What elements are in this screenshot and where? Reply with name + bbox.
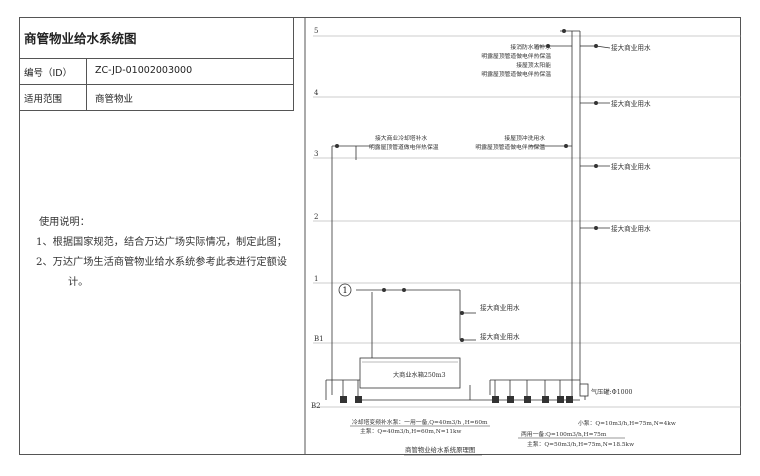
scope-value: 商管物业 (95, 94, 134, 105)
pump-icon (355, 396, 362, 403)
floor-label-2: 2 (314, 213, 318, 221)
pump-icon (566, 396, 573, 403)
floor-label-3: 3 (314, 150, 318, 158)
valve-icon (594, 44, 598, 48)
branch-label-floor1: 接大商业用水 (480, 303, 520, 312)
valve-icon (382, 288, 386, 292)
valve-icon (594, 101, 598, 105)
pump-icon (507, 396, 514, 403)
pressure-tank-label: 气压罐:Φ1000 (591, 388, 633, 396)
cell-divider (86, 59, 87, 84)
pump-note-small: 小泵：Q=10m3/h,H=75m,N=4kw (578, 419, 676, 427)
valve-icon (562, 29, 566, 33)
valve-icon (335, 144, 339, 148)
pump-icon (542, 396, 549, 403)
pump-icon (557, 396, 564, 403)
diagram-caption: 商管物业给水系统原理图 (405, 445, 475, 454)
info-scope-row: 适用范围 商管物业 (19, 85, 293, 111)
note-fire-tank: 接消防水箱补水 (510, 43, 551, 51)
tank-label: 大商业水箱250m3 (393, 371, 446, 379)
floor-label-b1: B1 (314, 335, 324, 343)
pump-note-main: 主泵：Q=50m3/h,H=75m,N=18.5kw (527, 440, 634, 448)
floor-label-4: 4 (314, 89, 319, 97)
valve-icon (594, 226, 598, 230)
note-cooling-tower: 接大商业冷却塔补水 (375, 134, 427, 142)
valve-icon (564, 144, 568, 148)
notes-item-2: 2、万达广场生活商管物业给水系统参考此表进行定额设计。 (36, 257, 287, 288)
page-frame (19, 17, 741, 455)
scope-label: 适用范围 (24, 94, 63, 105)
valve-icon (546, 44, 550, 48)
branch-label-floor2: 接大商业用水 (611, 224, 651, 233)
note-heat-tracing-2: 明露屋顶管道做电伴热保温 (481, 70, 551, 78)
pump-icon (492, 396, 499, 403)
note-solar: 接屋顶太阳能 (516, 61, 551, 69)
code-value: ZC-JD-01002003000 (95, 65, 193, 76)
valve-icons (335, 29, 598, 403)
pressure-tank (579, 383, 589, 397)
branch-label-floor3: 接大商业用水 (611, 162, 651, 171)
pump-note-duty: 两用一备:Q=100m3/h,H=75m (521, 430, 607, 438)
valve-icon (460, 311, 464, 315)
notes-item-1: 1、根据国家规范，结合万达广场实际情况，制定此图； (36, 237, 287, 248)
pump-note-cooling-main: 主泵：Q=40m3/h,H=60m,N=11kw (360, 427, 462, 435)
storage-tank (359, 357, 461, 389)
pump-note-cooling: 冷却塔变频补水泵：一用一备,Q=40m3/h ,H=60m (352, 418, 488, 426)
floor-label-b2: B2 (311, 402, 321, 410)
note-roof-flush: 接屋顶冲洗用水 (504, 134, 545, 142)
floor-label-1: 1 (314, 275, 318, 283)
info-code-row: 编号（ID） ZC-JD-01002003000 (19, 59, 293, 85)
info-table-border (293, 17, 294, 111)
note-heat-tracing-4: 明露屋顶管道做电伴热保温 (475, 143, 545, 151)
valve-icon (460, 338, 464, 342)
usage-notes: 使用说明： 1、根据国家规范，结合万达广场实际情况，制定此图； 2、万达广场生活… (36, 213, 296, 293)
notes-heading: 使用说明： (39, 217, 90, 228)
floor-label-5: 5 (314, 27, 318, 35)
cell-divider (86, 85, 87, 110)
valve-icon (594, 164, 598, 168)
note-heat-tracing-3: 明露屋顶管道做电伴热保温 (369, 143, 439, 151)
info-title-row: 商管物业给水系统图 (19, 17, 293, 59)
note-heat-tracing-1: 明露屋顶管道做电伴热保温 (481, 52, 551, 60)
valve-icon (402, 288, 406, 292)
pump-icon (524, 396, 531, 403)
document-title: 商管物业给水系统图 (24, 31, 137, 46)
circle-marker (338, 283, 352, 297)
code-label: 编号（ID） (24, 68, 73, 79)
branch-label-floor5: 接大商业用水 (611, 43, 651, 52)
branch-label-floor4: 接大商业用水 (611, 99, 651, 108)
pump-icon (340, 396, 347, 403)
branch-label-b1: 接大商业用水 (480, 332, 520, 341)
circle-marker-label: 1 (342, 286, 347, 295)
info-table: 商管物业给水系统图 编号（ID） ZC-JD-01002003000 适用范围 … (19, 17, 293, 111)
